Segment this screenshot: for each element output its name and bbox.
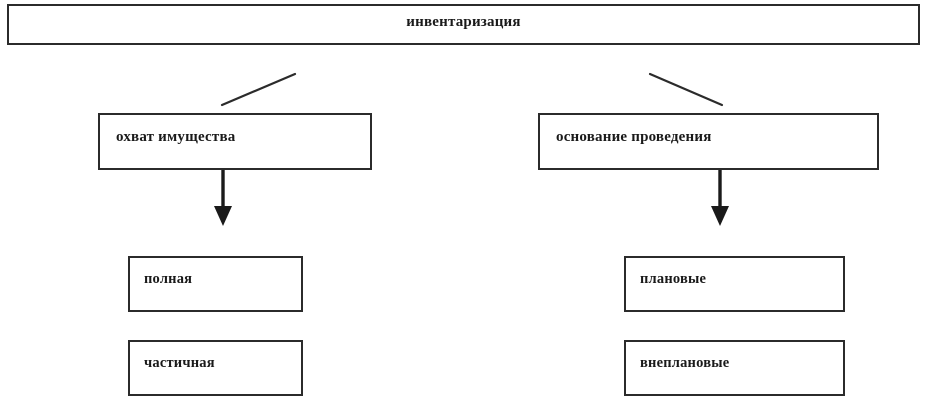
node-label: полная [144,270,193,287]
node-vneplanovye: внеплановые [624,340,845,396]
diagonal-connector-scope [220,72,297,107]
node-label: охват имущества [116,129,236,145]
node-label: внеплановые [640,354,730,371]
arrow-connector-scope [214,170,232,226]
node-label: плановые [640,270,707,287]
node-ohvat-imushchestva: охват имущества [98,113,372,170]
node-polnaya: полная [128,256,303,312]
node-inventarizatsiya: инвентаризация [7,4,920,45]
node-planovye: плановые [624,256,845,312]
node-label: частичная [144,354,215,371]
node-label: основание проведения [556,129,712,145]
arrow-connector-basis [711,170,729,226]
node-label: инвентаризация [406,14,521,30]
diagonal-connector-basis [648,72,724,107]
node-chastichnaya: частичная [128,340,303,396]
node-osnovanie-provedeniya: основание проведения [538,113,879,170]
